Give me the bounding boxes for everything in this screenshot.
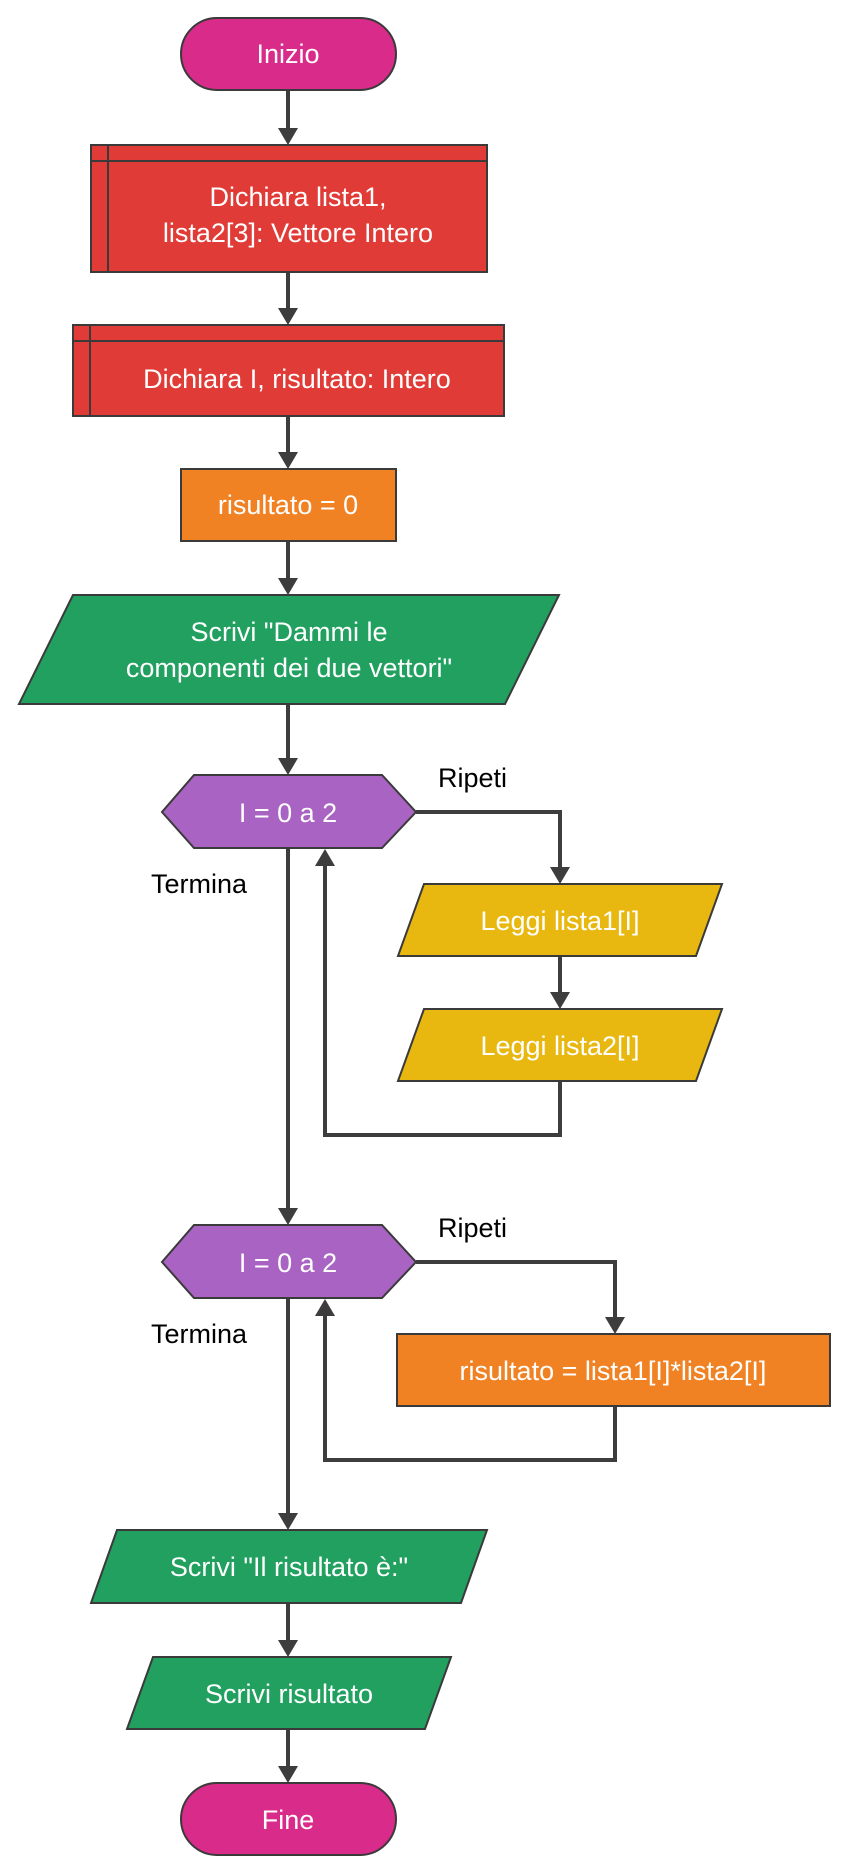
output-prompt-line2: componenti dei due vettori" (126, 653, 452, 683)
arrowhead (550, 992, 570, 1009)
arrowhead (278, 1513, 298, 1530)
start-terminal: Inizio (180, 17, 397, 91)
output-result: Scrivi risultato (125, 1656, 453, 1730)
assignment-init-label: risultato = 0 (218, 490, 358, 520)
input-read-list1-label: Leggi lista1[I] (480, 906, 639, 936)
arrowhead (278, 1640, 298, 1657)
edge-read2-back-to-loop1 (323, 866, 562, 1137)
arrowhead (550, 867, 570, 884)
output-result-label: Scrivi "Il risultato è:" (89, 1529, 489, 1604)
input-read-list2-label: Leggi lista2[I] (480, 1031, 639, 1061)
loop-2-label: I = 0 a 2 (239, 1248, 337, 1278)
assignment-init: risultato = 0 (180, 468, 397, 542)
declaration-shape (90, 144, 488, 273)
process-shape (180, 468, 397, 542)
arrowhead (278, 578, 298, 595)
assignment-calc: risultato = lista1[I]*lista2[I] (396, 1333, 831, 1407)
declaration-lists-line1: Dichiara lista1, (209, 182, 386, 212)
loop-2-exit-label: Termina (151, 1319, 248, 1349)
connectors (278, 90, 625, 1783)
loop-shape (160, 774, 418, 849)
output-result-text: Scrivi risultato (205, 1679, 373, 1709)
loop-1-label: I = 0 a 2 (239, 798, 337, 828)
input-read-list2: Leggi lista2[I] (396, 1008, 724, 1082)
edge-assign-back-to-loop2 (323, 1316, 617, 1462)
arrowhead (278, 758, 298, 775)
loop-1: I = 0 a 2 (160, 774, 418, 849)
loop-2: I = 0 a 2 (160, 1224, 418, 1299)
terminal-shape (180, 1782, 397, 1856)
output-shape (17, 594, 561, 705)
process-shape (396, 1333, 831, 1407)
input-read-list1: Leggi lista1[I] (396, 883, 724, 957)
assignment-calc-label: risultato = lista1[I]*lista2[I] (460, 1356, 767, 1386)
edge-loop1-repeat (416, 810, 562, 867)
declaration-lists: Dichiara lista1, lista2[3]: Vettore Inte… (90, 144, 488, 273)
arrowhead (278, 1766, 298, 1783)
start-label: Inizio (256, 39, 319, 69)
arrowhead (278, 452, 298, 469)
edge-loop2-repeat (416, 1260, 617, 1317)
input-shape (396, 1008, 724, 1082)
output-shape (125, 1656, 453, 1730)
end-terminal: Fine (180, 1782, 397, 1856)
arrowhead (278, 308, 298, 325)
loop-2-repeat-label: Ripeti (438, 1213, 507, 1243)
declaration-vars: Dichiara I, risultato: Intero (72, 324, 505, 417)
loop-1-repeat-label: Ripeti (438, 763, 507, 793)
input-shape (396, 883, 724, 957)
arrowhead (315, 849, 335, 866)
declaration-lists-line2: lista2[3]: Vettore Intero (163, 218, 433, 248)
declaration-vars-label: Dichiara I, risultato: Intero (143, 364, 451, 394)
output-prompt: Scrivi "Dammi le componenti dei due vett… (17, 594, 561, 705)
output-result-label-text: Scrivi "Il risultato è:" (170, 1552, 408, 1582)
output-prompt-line1: Scrivi "Dammi le (190, 617, 387, 647)
loop-shape (160, 1224, 418, 1299)
arrowhead (605, 1317, 625, 1334)
output-shape (89, 1529, 489, 1604)
loop-1-exit-label: Termina (151, 869, 248, 899)
arrowhead (278, 128, 298, 145)
terminal-shape (180, 17, 397, 91)
end-label: Fine (262, 1805, 315, 1835)
arrowhead (278, 1208, 298, 1225)
arrowhead (315, 1299, 335, 1316)
